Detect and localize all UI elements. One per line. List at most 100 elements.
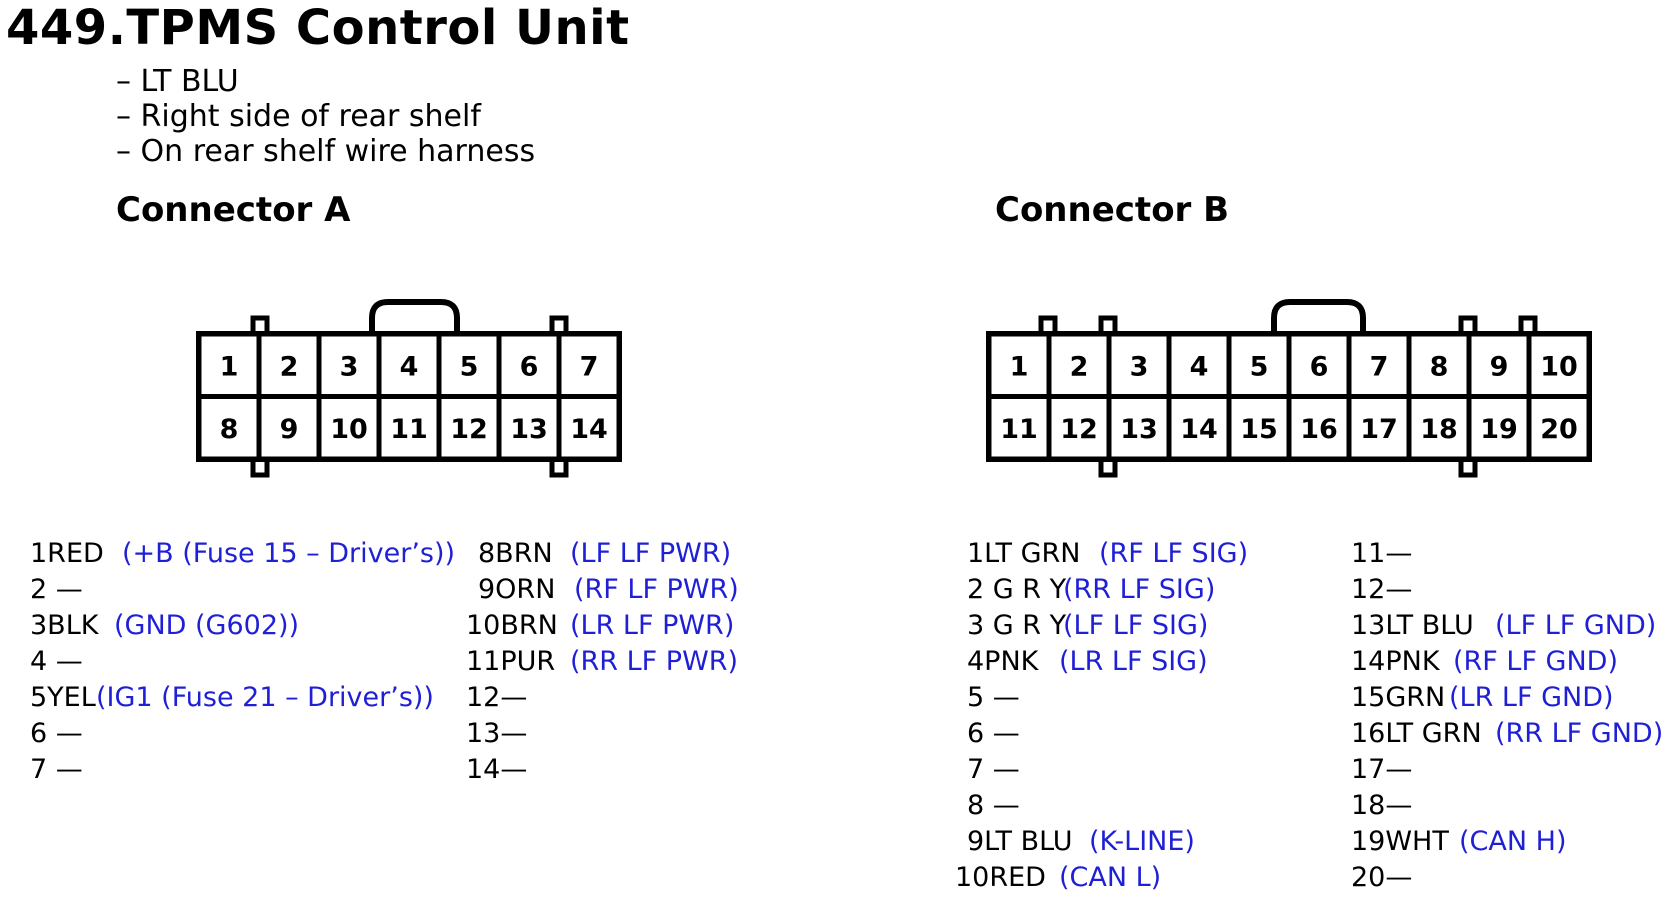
pin-row: 3BLK (GND (G602)) (30, 608, 470, 644)
pin-row: 1RED(+B (Fuse 15 – Driver’s)) (30, 536, 470, 572)
pin-code: 12— (466, 682, 528, 713)
note-location: – Right side of rear shelf (116, 99, 481, 134)
connector-b-pins-right: 11— 12— 13LT BLU (LF LF GND) 14PNK (RF LF … (1351, 536, 1664, 896)
pin-function: (RF LF GND) (1453, 646, 1619, 677)
pin-code: 4 — (30, 646, 83, 677)
connector-b-cavity-15 (1226, 394, 1292, 462)
pin-code: 17— (1351, 754, 1413, 785)
pin-code: 1LT GRN (967, 538, 1081, 569)
pin-code: 2 — (30, 574, 83, 605)
pin-function: (LF LF PWR) (570, 538, 732, 569)
pin-row: 12— (466, 680, 756, 716)
pin-function: (LF LF SIG) (1063, 610, 1209, 641)
connector-b-pin-number: 6 (1310, 351, 1329, 382)
pin-code: 7 — (967, 754, 1020, 785)
connector-b-cavity-18 (1406, 394, 1472, 462)
pin-row: 13LT BLU (LF LF GND) (1351, 608, 1661, 644)
pin-row: 6 — (955, 716, 1335, 752)
connector-b-pin-number: 19 (1480, 414, 1518, 445)
pin-row: 18— (1351, 788, 1661, 824)
pin-function: (CAN L) (1059, 862, 1162, 893)
pin-code: 8 — (967, 790, 1020, 821)
pin-row: 5 — (955, 680, 1335, 716)
connector-b-pin-number: 1 (1010, 351, 1029, 382)
connector-b-cavity-20 (1526, 394, 1592, 462)
connector-a-cavity-5 (436, 331, 502, 399)
connector-a-pin-number: 8 (220, 414, 239, 445)
pin-function: (RR LF PWR) (570, 646, 739, 677)
connector-a-cavity-3 (316, 331, 382, 399)
connector-b-cavity-1 (986, 331, 1052, 399)
pin-function: (GND (G602)) (114, 610, 300, 641)
connector-a-pin-number: 12 (450, 414, 488, 445)
pin-code: 11— (1351, 538, 1413, 569)
pin-code: 10BRN (466, 610, 558, 641)
connector-a-pin-number: 2 (280, 351, 299, 382)
pin-row: 16LT GRN (RR LF GND) (1351, 716, 1664, 752)
pin-code: 6 — (967, 718, 1020, 749)
connector-b-cavity-11 (986, 394, 1052, 462)
connector-a-pin-number: 13 (510, 414, 548, 445)
connector-a-pin-number: 9 (280, 414, 299, 445)
pin-row: 20— (1351, 860, 1661, 896)
pin-function: (LR LF GND) (1449, 682, 1614, 713)
pin-code: 11PUR (466, 646, 556, 677)
pin-function: (LR LF SIG) (1059, 646, 1208, 677)
connector-a-pin-number: 4 (400, 351, 419, 382)
page-title: 449.TPMS Control Unit (6, 0, 630, 56)
connector-a-latch (369, 299, 460, 334)
pin-row: 17— (1351, 752, 1661, 788)
pin-row: 1LT GRN (RF LF SIG) (955, 536, 1335, 572)
pin-function: (RF LF SIG) (1099, 538, 1249, 569)
pin-code: 14PNK (1351, 646, 1440, 677)
pin-row: 13— (466, 716, 756, 752)
pin-code: 3BLK (30, 610, 99, 641)
pin-code: 9LT BLU (967, 826, 1073, 857)
connector-a-title: Connector A (116, 190, 351, 230)
pin-code: 19WHT (1351, 826, 1449, 857)
pin-row: 4PNK(LR LF SIG) (955, 644, 1335, 680)
pin-row: 5YEL(IG1 (Fuse 21 – Driver’s)) (30, 680, 470, 716)
pin-code: 5YEL (30, 682, 96, 713)
location-notes: – LT BLU – Right side of rear shelf – On… (116, 64, 535, 169)
connector-b-cavity-10 (1526, 331, 1592, 399)
pin-function: (RR LF GND) (1495, 718, 1664, 749)
pin-row: 10RED(CAN L) (955, 860, 1335, 896)
connector-a-pin-number: 7 (580, 351, 599, 382)
pin-code: 1RED (30, 538, 104, 569)
pin-row: 8 — (955, 788, 1335, 824)
pin-code: 12— (1351, 574, 1413, 605)
connector-b-pin-number: 18 (1420, 414, 1458, 445)
pin-code: 14— (466, 754, 528, 785)
connector-b-pin-number: 4 (1190, 351, 1209, 382)
connector-b-latch (1271, 299, 1366, 334)
connector-a-cavity-14 (556, 394, 622, 462)
connector-b-pin-number: 10 (1540, 351, 1578, 382)
connector-a-pin-number: 11 (390, 414, 428, 445)
connector-b-pin-number: 15 (1240, 414, 1278, 445)
connector-a-pin-number: 10 (330, 414, 368, 445)
pin-function: (RF LF PWR) (574, 574, 739, 605)
pin-row: 6 — (30, 716, 470, 752)
pin-row: 14— (466, 752, 756, 788)
pin-row: 4 — (30, 644, 470, 680)
pin-code: 15GRN (1351, 682, 1446, 713)
connector-b-pin-number: 9 (1490, 351, 1509, 382)
connector-b-pin-number: 3 (1130, 351, 1149, 382)
pin-row: 12— (1351, 572, 1661, 608)
connector-b-pin-number: 20 (1540, 414, 1578, 445)
pin-code: 16LT GRN (1351, 718, 1482, 749)
connector-b-cavity-8 (1406, 331, 1472, 399)
pin-row: 9ORN(RF LF PWR) (466, 572, 756, 608)
connector-b-pin-number: 16 (1300, 414, 1338, 445)
pin-function: (K-LINE) (1089, 826, 1195, 857)
note-color: – LT BLU (116, 64, 239, 99)
pin-row: 14PNK (RF LF GND) (1351, 644, 1661, 680)
note-harness: – On rear shelf wire harness (116, 134, 536, 169)
connector-b-pin-number: 13 (1120, 414, 1158, 445)
pin-code: 2 G R Y (967, 574, 1067, 605)
pin-code: 13LT BLU (1351, 610, 1474, 641)
pin-function: (LF LF GND) (1495, 610, 1657, 641)
